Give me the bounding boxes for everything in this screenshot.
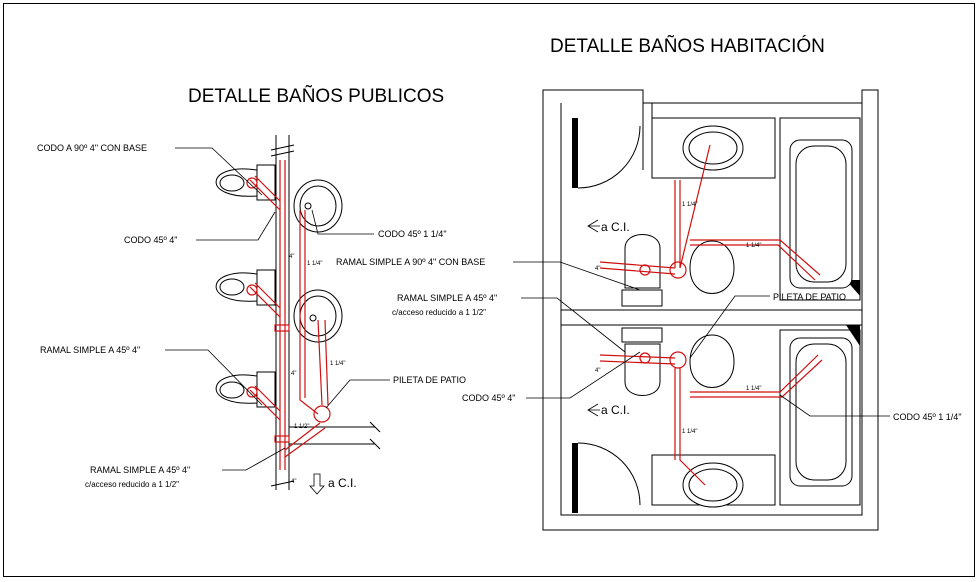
sink-top [682, 125, 744, 171]
sink-1 [293, 179, 343, 233]
label-ci-bottom: a C.I. [601, 403, 630, 417]
label-ramal-90: RAMAL SIMPLE A 90º 4" CON BASE [336, 257, 485, 267]
label-ramal-45: RAMAL SIMPLE A 45º 4" [397, 293, 497, 303]
right-title: DETALLE BAÑOS HABITACIÓN [550, 35, 825, 57]
dim-4-c: 4" [291, 479, 296, 485]
left-arrow-icon-top [587, 219, 600, 233]
label-codo45-4: CODO 45º 4" [124, 235, 178, 245]
dim-bottom-114-b: 1 1/4" [682, 429, 697, 435]
left-title: DETALLE BAÑOS PUBLICOS [188, 85, 444, 107]
label-ramal-acceso: RAMAL SIMPLE A 45º 4" [90, 465, 190, 475]
dim-1-1-2: 1 1/2" [294, 424, 309, 430]
dim-top-114-a: 1 1/4" [682, 202, 697, 208]
label-pileta-patio: PILETA DE PATIO [393, 375, 466, 385]
label-codo45-114: CODO 45º 1 1/4" [378, 229, 447, 239]
dim-bottom-4: 4" [595, 368, 600, 374]
down-arrow-icon [309, 473, 325, 495]
sink-2 [293, 289, 343, 343]
dim-4-a: 4" [289, 254, 294, 260]
toilet-top [621, 234, 663, 307]
toilet-1 [215, 164, 276, 201]
label-ci-left: a C.I. [328, 476, 357, 490]
label-codo45-114-right: CODO 45º 1 1/4" [893, 412, 962, 422]
dim-bottom-114-a: 1 1/4" [746, 386, 761, 392]
sink-bottom [682, 462, 744, 508]
label-ci-top: a C.I. [601, 220, 630, 234]
label-ramal-acceso-sub: c/acceso reducido a 1 1/2" [85, 480, 179, 489]
label-ramal-simple-45: RAMAL SIMPLE A 45º 4" [40, 345, 140, 355]
bathtub-top [789, 139, 853, 289]
left-drain-pipes [246, 160, 331, 470]
toilet-2 [215, 269, 276, 306]
dim-top-4: 4" [595, 266, 600, 272]
bidet-bottom [689, 334, 735, 388]
dim-top-114-b: 1 1/4" [746, 243, 761, 249]
right-drain-pipes [599, 144, 823, 486]
left-arrow-icon-bottom [587, 403, 600, 417]
drawing-frame [3, 3, 975, 577]
label-ramal-45-sub: c/acceso reducido a 1 1/2" [392, 308, 486, 317]
dim-4-b: 4" [291, 371, 296, 377]
bidet-top [689, 240, 735, 294]
dim-1-1-4-a: 1 1/4" [307, 261, 322, 267]
label-pileta-right: PILETA DE PATIO [773, 292, 846, 302]
toilet-3 [215, 371, 276, 408]
label-codo90-con-base: CODO A 90º 4" CON BASE [37, 143, 147, 153]
label-codo45-4-right: CODO 45º 4" [462, 393, 516, 403]
dim-1-1-4-b: 1 1/4" [330, 361, 345, 367]
right-walls [542, 89, 879, 531]
